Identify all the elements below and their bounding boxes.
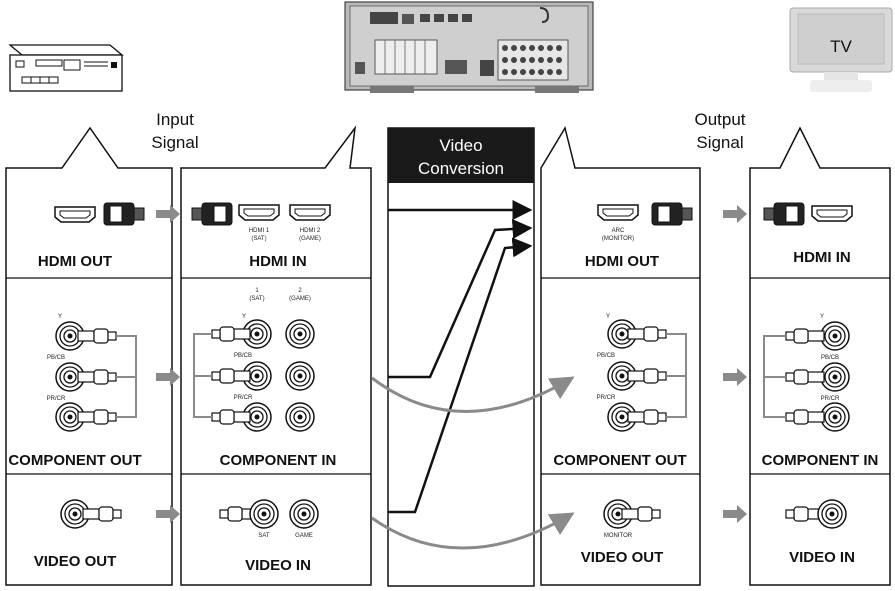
pr-label-2: PR/CR — [234, 395, 253, 401]
pb-label: PB/CB — [47, 355, 65, 361]
game-label: GAME — [295, 533, 313, 539]
pr-label-4: PR/CR — [821, 396, 840, 402]
sat-label: SAT — [258, 533, 270, 539]
video-conversion-header — [388, 128, 534, 183]
receiver-video-out: MONITOR — [603, 499, 661, 539]
receiver-hdmi-in: HDMI 1 (SAT) HDMI 2 (GAME) — [191, 202, 331, 242]
av-receiver-device — [344, 1, 594, 93]
arrow-video-2 — [723, 505, 747, 523]
source-component-label: COMPONENT OUT — [8, 452, 141, 469]
monitor-label: MONITOR — [604, 533, 633, 539]
tv-panel — [749, 126, 891, 586]
arc-label: ARC — [612, 228, 625, 234]
input-signal-label-1: Input — [156, 110, 194, 129]
pb-label-3: PB/CB — [597, 353, 615, 359]
y-label-2: Y — [242, 314, 246, 320]
conversion-signal-lines — [371, 200, 575, 550]
receiver-component-out: Y PB/CB PR/CR — [597, 314, 687, 432]
tv-video-in-label: VIDEO IN — [789, 549, 855, 566]
receiver-video-in: SAT GAME — [219, 499, 319, 539]
source-hdmi-label: HDMI OUT — [38, 253, 112, 270]
tv-component-in: Y PB/CB PR/CR — [763, 314, 850, 432]
hdmi1-sub-label: (SAT) — [251, 236, 266, 242]
pr-label-3: PR/CR — [597, 395, 616, 401]
comp1-label: 1 — [255, 288, 259, 294]
y-label-4: Y — [820, 314, 824, 320]
receiver-input-panel — [180, 125, 372, 586]
video-conversion-label-2: Conversion — [418, 159, 504, 178]
receiver-component-in-label: COMPONENT IN — [220, 452, 337, 469]
comp1-sub-label: (SAT) — [249, 296, 264, 302]
video-conversion-label-1: Video — [439, 136, 482, 155]
receiver-hdmi-out: ARC (MONITOR) — [597, 202, 693, 242]
source-panel — [5, 126, 173, 586]
receiver-output-panel — [540, 126, 701, 586]
input-signal-label-2: Signal — [151, 133, 198, 152]
arrow-hdmi-2 — [723, 205, 747, 223]
receiver-video-in-label: VIDEO IN — [245, 557, 311, 574]
comp2-label: 2 — [298, 288, 302, 294]
receiver-hdmi-out-label: HDMI OUT — [585, 253, 659, 270]
output-signal-label-1: Output — [694, 110, 745, 129]
video-conversion-panel — [387, 127, 535, 587]
arc-sub-label: (MONITOR) — [602, 236, 634, 242]
source-component-out: Y PB/CB PR/CR — [47, 314, 137, 432]
hdmi2-label: HDMI 2 — [300, 228, 321, 234]
comp2-sub-label: (GAME) — [289, 296, 311, 302]
tv-label: TV — [830, 37, 852, 56]
tv-component-in-label: COMPONENT IN — [762, 452, 879, 469]
tv-device: TV — [789, 7, 893, 92]
hdmi1-label: HDMI 1 — [249, 228, 270, 234]
receiver-video-out-label: VIDEO OUT — [581, 549, 664, 566]
y-label: Y — [58, 314, 62, 320]
pb-label-2: PB/CB — [234, 353, 252, 359]
arrow-component-2 — [723, 368, 747, 386]
pb-label-4: PB/CB — [821, 355, 839, 361]
source-player-device — [8, 44, 124, 92]
receiver-hdmi-in-label: HDMI IN — [249, 253, 307, 270]
pr-label: PR/CR — [47, 396, 66, 402]
hdmi2-sub-label: (GAME) — [299, 236, 321, 242]
output-signal-label-2: Signal — [696, 133, 743, 152]
y-label-3: Y — [606, 314, 610, 320]
tv-hdmi-in-label: HDMI IN — [793, 249, 851, 266]
source-video-label: VIDEO OUT — [34, 553, 117, 570]
receiver-component-in: 1 (SAT) 2 (GAME) Y PB/CB PR/CR — [193, 288, 315, 432]
receiver-component-out-label: COMPONENT OUT — [553, 452, 686, 469]
